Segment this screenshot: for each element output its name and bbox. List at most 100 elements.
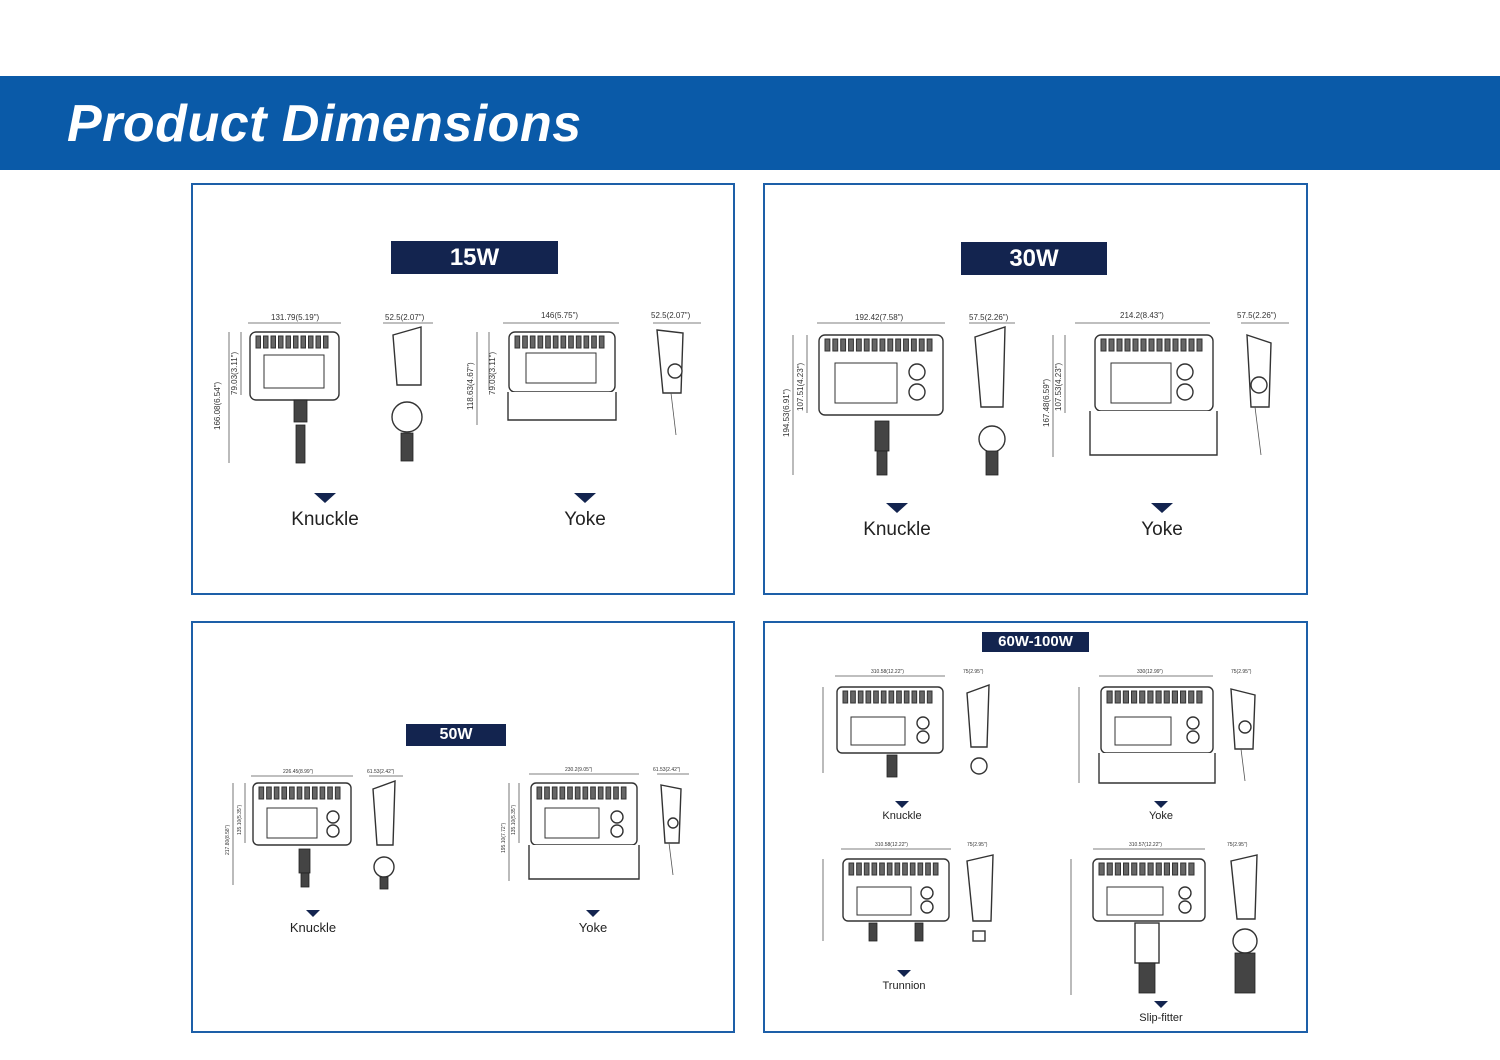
- mount-label: Yoke: [1148, 810, 1174, 822]
- housing-fin: [281, 786, 288, 800]
- dim-label: 146(5.75"): [541, 311, 578, 320]
- wattage-tag: 60W-100W: [982, 632, 1089, 652]
- housing-fin: [896, 690, 902, 704]
- housing-fin: [1164, 338, 1171, 352]
- dim-label: 75(2.95"): [1227, 842, 1248, 848]
- panel-30w: 30W: [763, 183, 1308, 595]
- trunnion-front-view: [822, 848, 951, 942]
- housing-fin: [568, 335, 574, 349]
- panel-50w: 50W: [191, 621, 735, 1033]
- dim-label: 217.80(8.58"): [225, 825, 231, 855]
- housing-fin: [293, 335, 299, 349]
- page-title: Product Dimensions: [67, 95, 582, 153]
- housing-fin: [848, 862, 855, 876]
- yoke-front-view: [1078, 675, 1216, 784]
- pointer-icon: [574, 493, 596, 503]
- header-banner: Product Dimensions: [0, 76, 1500, 170]
- yoke-side-view: [657, 773, 689, 876]
- housing-fin: [1196, 338, 1203, 352]
- pointer-icon: [314, 493, 336, 503]
- housing-fin: [932, 862, 939, 876]
- dim-label: 61.53(2.42"): [653, 767, 681, 773]
- housing-fin: [1163, 690, 1170, 704]
- housing-fin: [590, 786, 596, 800]
- dim-label: 79.03(3.11"): [488, 352, 497, 396]
- housing-fin: [824, 338, 831, 352]
- housing-fin: [871, 862, 878, 876]
- housing-fin: [1155, 690, 1162, 704]
- housing-fin: [850, 690, 856, 704]
- housing-fin: [575, 335, 582, 349]
- housing-fin: [583, 335, 590, 349]
- yoke-front-view: [476, 322, 619, 425]
- dim-label: 166.08(6.54"): [213, 381, 222, 430]
- dim-label: 107.53(4.23"): [1054, 362, 1063, 411]
- housing-fin: [591, 335, 597, 349]
- housing-fin: [1172, 862, 1179, 876]
- housing-fin: [536, 786, 543, 800]
- housing-fin: [311, 786, 318, 800]
- housing-fin: [597, 786, 604, 800]
- housing-fin: [863, 862, 870, 876]
- mount-label: Knuckle: [882, 810, 922, 822]
- housing-fin: [910, 338, 917, 352]
- knuckle-side-view: [966, 683, 990, 775]
- housing-fin: [1147, 690, 1154, 704]
- mount-label: Knuckle: [291, 509, 359, 530]
- housing-fin: [1123, 862, 1130, 876]
- housing-fin: [911, 690, 918, 704]
- housing-fin: [315, 335, 321, 349]
- dim-label: 131.79(5.19"): [271, 313, 320, 322]
- housing-fin: [270, 335, 276, 349]
- housing-fin: [902, 862, 908, 876]
- dim-label: 135.10(5.35"): [237, 805, 243, 835]
- housing-fin: [832, 338, 839, 352]
- housing-fin: [917, 862, 924, 876]
- housing-fin: [278, 335, 284, 349]
- pointer-icon: [1151, 503, 1173, 513]
- pointer-icon: [1154, 1001, 1168, 1008]
- housing-fin: [926, 690, 933, 704]
- dim-label: 226.45(8.99"): [283, 769, 313, 775]
- housing-fin: [551, 786, 558, 800]
- housing-fin: [919, 690, 925, 704]
- housing-fin: [1106, 862, 1113, 876]
- dimension-drawing-30w: 192.42(7.58") 57.5(2.26") 214.2(8.43") 5…: [782, 311, 1289, 476]
- housing-fin: [613, 786, 619, 800]
- knuckle-front-view: [822, 675, 945, 778]
- housing-fin: [529, 335, 536, 349]
- dim-label: 192.42(7.58"): [855, 313, 904, 322]
- housing-fin: [544, 786, 550, 800]
- housing-fin: [1122, 690, 1130, 704]
- housing-fin: [1131, 862, 1138, 876]
- housing-fin: [1108, 338, 1115, 352]
- dim-label: 194.53(6.91"): [782, 388, 791, 437]
- housing-fin: [263, 335, 269, 349]
- mount-label: Yoke: [1141, 519, 1183, 540]
- housing-fin: [925, 862, 931, 876]
- housing-fin: [323, 335, 329, 349]
- housing-fin: [894, 862, 901, 876]
- panel-60w-100w: 60W-100W: [763, 621, 1308, 1033]
- dim-label: 107.51(4.23"): [796, 362, 805, 411]
- housing-fin: [620, 786, 627, 800]
- housing-fin: [895, 338, 902, 352]
- dim-label: 75(2.95"): [967, 842, 988, 848]
- housing-fin: [273, 786, 280, 800]
- dim-label: 57.5(2.26"): [969, 313, 1009, 322]
- pointer-icon: [586, 910, 600, 917]
- dim-label: 57.5(2.26"): [1237, 311, 1277, 320]
- yoke-side-view: [1241, 322, 1289, 456]
- housing-fin: [842, 690, 849, 704]
- knuckle-front-view: [228, 322, 341, 464]
- housing-fin: [855, 338, 862, 352]
- yoke-front-view: [508, 773, 640, 881]
- housing-fin: [1163, 862, 1171, 876]
- housing-fin: [285, 335, 291, 349]
- dimension-drawing-60w-100w: 310.58(12.22") 75(2.95") 330(12.99") 75(…: [822, 669, 1258, 995]
- housing-fin: [880, 690, 887, 704]
- yoke-front-view: [1052, 322, 1218, 457]
- housing-fin: [1114, 862, 1122, 876]
- wattage-tag: 15W: [391, 241, 558, 274]
- housing-fin: [598, 335, 605, 349]
